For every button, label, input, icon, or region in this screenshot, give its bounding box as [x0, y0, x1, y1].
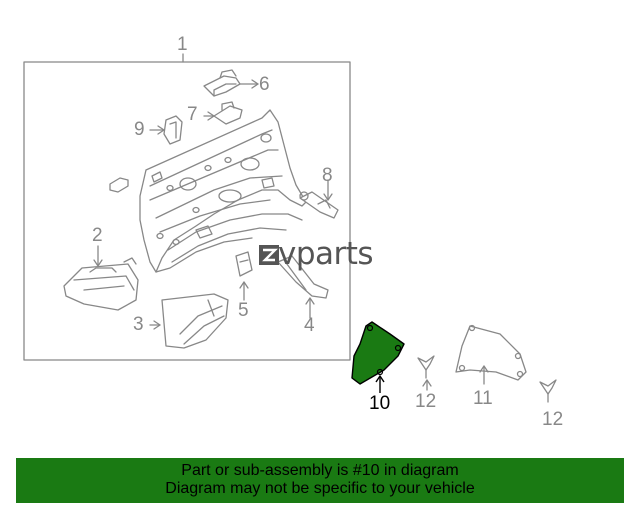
part-9-drawing	[163, 115, 183, 145]
callout-2: 2	[92, 225, 103, 246]
callout-5: 5	[238, 300, 249, 321]
part-10-drawing	[351, 321, 405, 385]
small-bracket-drawing	[109, 177, 129, 193]
part-12-clip-left-drawing	[417, 355, 435, 379]
callout-12-left: 12	[415, 391, 437, 412]
notice-line-2: Diagram may not be specific to your vehi…	[165, 480, 475, 497]
callout-7: 7	[187, 104, 198, 125]
part-7-drawing	[213, 101, 243, 125]
notice-banner: Part or sub-assembly is #10 in diagram D…	[16, 458, 624, 503]
callout-12-right: 12	[542, 409, 564, 430]
part-11-drawing	[455, 324, 527, 381]
part-3-drawing	[161, 293, 229, 349]
part-2-drawing	[63, 257, 139, 311]
part-12-clip-right-drawing	[539, 379, 557, 403]
apron-panel-drawing	[139, 109, 307, 273]
callout-3: 3	[133, 314, 144, 335]
z-logo-icon	[259, 245, 279, 265]
watermark-text: vparts	[278, 236, 374, 272]
callout-10: 10	[369, 393, 391, 414]
callout-1: 1	[177, 34, 188, 55]
part-5-drawing	[235, 251, 253, 277]
part-8-drawing	[299, 191, 339, 219]
assembly-box	[23, 61, 351, 361]
callout-11: 11	[473, 388, 493, 409]
part-6-drawing	[203, 69, 241, 97]
notice-line-1: Part or sub-assembly is #10 in diagram	[181, 462, 459, 479]
callout-4: 4	[304, 315, 315, 336]
callout-6: 6	[259, 74, 270, 95]
callout-8: 8	[322, 165, 333, 186]
part-4-drawing	[277, 255, 329, 299]
callout-9: 9	[134, 119, 145, 140]
watermark-logo: vparts	[258, 236, 386, 272]
